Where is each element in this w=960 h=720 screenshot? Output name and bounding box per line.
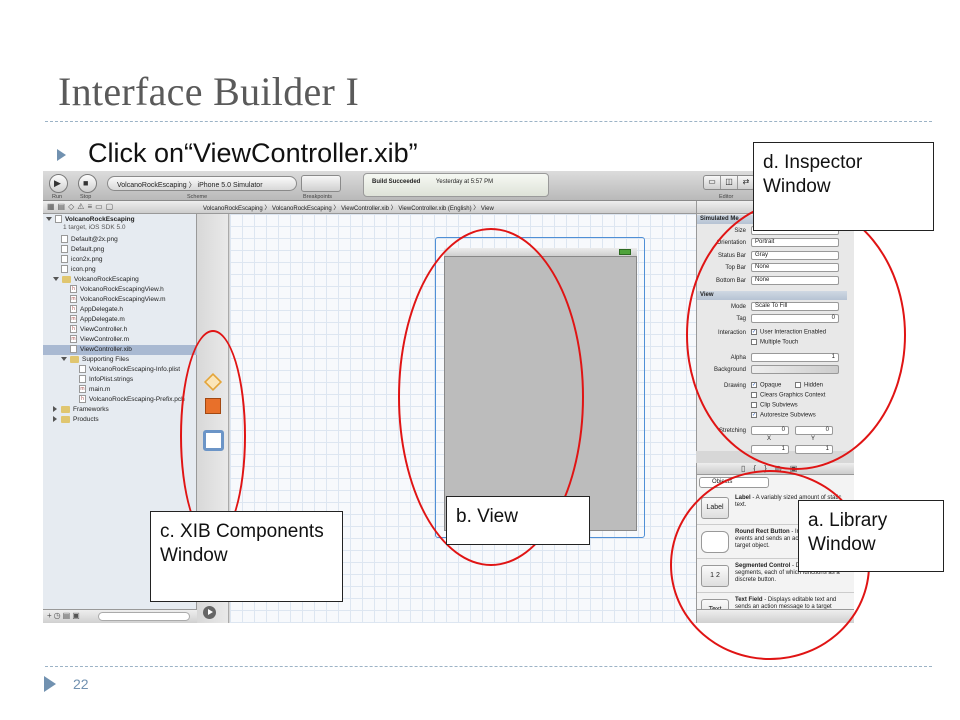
slide-title: Interface Builder I [58,69,360,114]
file-icon: h [70,285,77,294]
view-highlight [398,228,584,566]
navigator-filter-input[interactable] [98,612,190,621]
project-icon [55,215,62,224]
list-item[interactable]: icon.png [43,265,197,275]
stop-icon: ■ [83,178,89,188]
scheme-caption: Scheme [187,194,208,200]
file-icon: h [70,325,77,334]
project-root[interactable]: VolcanoRockEscaping [43,215,197,225]
list-item-selected[interactable]: ViewController.xib [43,345,197,355]
inspector-highlight [686,200,906,470]
navigator-tab-icons[interactable]: ▦▤◇⚠≡▭▢ [47,202,117,211]
file-icon: m [70,315,77,324]
group-item[interactable]: Products [43,415,197,425]
group-item[interactable]: Frameworks [43,405,197,415]
bullet-arrow-icon [57,149,66,161]
bullet-text: Click on“ViewController.xib” [88,138,418,168]
file-icon: m [70,295,77,304]
file-icon: h [70,305,77,314]
run-button[interactable]: ▶ [49,174,68,193]
callout-inspector: d. Inspector Window [753,142,934,231]
project-subtitle: 1 target, iOS SDK 5.0 [63,224,126,231]
file-icon [61,255,68,264]
activity-viewer: Build Succeeded Yesterday at 5:57 PM [363,173,549,197]
navigator-filter-bar: +◷▤▣ [43,609,197,623]
version-editor-icon[interactable]: ⇄ [742,177,750,186]
xib-file-icon [70,345,77,354]
folder-icon [61,415,70,423]
editor-caption: Editor [719,194,734,200]
list-item[interactable]: VolcanoRockEscaping-Info.plist [43,365,197,375]
xcode-toolbar: ▶ Run ■ Stop VolcanoRockEscaping 〉 iPhon… [43,171,854,201]
title-divider [45,121,932,122]
jump-bar: ▦▤◇⚠≡▭▢ VolcanoRockEscaping 〉 VolcanoRoc… [43,201,854,214]
run-icon: ▶ [54,178,61,188]
play-icon[interactable] [203,606,216,619]
editor-segmented-control[interactable]: ▭ ◫ ⇄ [703,175,755,190]
filter-icons[interactable]: +◷▤▣ [47,611,82,620]
list-item[interactable]: InfoPlist.strings [43,375,197,385]
folder-icon [70,355,79,363]
file-icon: m [79,385,86,394]
list-item[interactable]: Default@2x.png [43,235,197,245]
file-icon [79,375,86,384]
footer-arrow-icon [44,676,56,692]
callout-view: b. View [446,496,590,545]
file-icon [61,245,68,254]
scheme-selector[interactable]: VolcanoRockEscaping 〉 iPhone 5.0 Simulat… [107,176,297,191]
page-number: 22 [73,676,89,692]
group-item[interactable]: VolcanoRockEscaping [43,275,197,285]
list-item[interactable]: Default.png [43,245,197,255]
callout-library: a. Library Window [798,500,944,572]
library-tab-icons[interactable]: ▯{}◍▣ [741,464,806,473]
standard-editor-icon[interactable]: ▭ [704,176,721,189]
callout-xib: c. XIB Components Window [150,511,343,602]
jump-bar-path[interactable]: VolcanoRockEscaping 〉 VolcanoRockEscapin… [203,206,494,212]
stop-caption: Stop [80,194,92,200]
file-icon [61,235,68,244]
breakpoints-button[interactable] [301,175,341,192]
folder-icon [61,405,70,413]
run-caption: Run [52,194,63,200]
list-item[interactable]: icon2x.png [43,255,197,265]
battery-icon [619,249,631,255]
breakpoints-caption: Breakpoints [303,194,333,200]
footer-divider [45,666,932,667]
assistant-editor-icon[interactable]: ◫ [721,176,738,189]
file-icon: h [79,395,86,404]
file-icon [79,365,86,374]
build-status: Build Succeeded [372,179,421,185]
group-item[interactable]: Supporting Files [43,355,197,365]
file-icon: m [70,335,77,344]
folder-icon [62,275,71,283]
build-time: Yesterday at 5:57 PM [435,179,494,185]
stop-button[interactable]: ■ [78,174,97,193]
file-icon [61,265,68,274]
